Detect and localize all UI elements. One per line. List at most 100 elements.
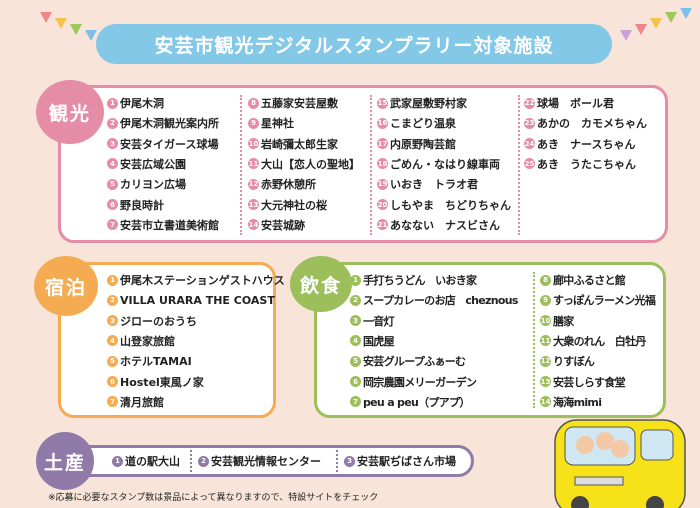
number-badge: 12 <box>248 178 259 190</box>
facility-name: 廊中ふるさと館 <box>553 274 626 287</box>
number-badge: 19 <box>377 178 388 190</box>
number-badge: 6 <box>107 199 118 210</box>
facility-name: 清月旅館 <box>120 395 164 409</box>
facility-name: ごめん・なはり線車両 <box>390 157 500 171</box>
facility-name: Hostel東風ノ家 <box>120 375 204 389</box>
facility-name: 膳家 <box>553 314 574 328</box>
divider <box>190 450 192 472</box>
number-badge: 15 <box>377 97 388 109</box>
facility-name: 安芸市立書道美術館 <box>120 218 219 232</box>
number-badge: 2 <box>107 117 118 129</box>
number-badge: 6 <box>350 376 361 387</box>
facility-name: スープカレーのお店 cheznous <box>363 294 518 308</box>
number-badge: 24 <box>524 138 535 150</box>
number-badge: 12 <box>540 355 551 367</box>
shukuhaku-label: 宿泊 <box>34 256 98 316</box>
facility-name: 大山【恋人の聖地】 <box>261 157 360 171</box>
facility-name: 安芸しらす食堂 <box>553 375 626 389</box>
facility-name: しもやま ちどりちゃん <box>390 198 511 212</box>
number-badge: 4 <box>107 335 118 347</box>
facility-name: 安芸グループふぁーむ <box>363 355 466 369</box>
number-badge: 22 <box>524 97 535 109</box>
facility-name: りすぼん <box>553 355 595 369</box>
facility-name: VILLA URARA THE COAST <box>120 293 275 307</box>
facility-name: 大衆のれん 白牡丹 <box>553 334 646 348</box>
facility-name: 安芸観光情報センター <box>211 455 321 468</box>
flag-icon <box>55 18 67 29</box>
number-badge: 3 <box>107 138 118 150</box>
flag-icon <box>70 24 82 35</box>
facility-name: あなない ナスビさん <box>390 218 500 232</box>
number-badge: 14 <box>540 396 551 408</box>
facility-name: 安芸広域公園 <box>120 157 186 171</box>
divider <box>533 272 535 408</box>
page-title: 安芸市観光デジタルスタンプラリー対象施設 <box>154 34 554 57</box>
facility-name: 山登家旅館 <box>120 334 175 348</box>
facility-name: 野良時計 <box>120 198 164 212</box>
number-badge: 20 <box>377 199 388 210</box>
number-badge: 10 <box>248 138 259 150</box>
inshoku-section <box>314 262 666 418</box>
number-badge: 11 <box>540 335 551 347</box>
facility-name: 五藤家安芸屋敷 <box>261 97 338 110</box>
number-badge: 11 <box>248 158 259 170</box>
number-badge: 17 <box>377 138 388 150</box>
number-badge: 18 <box>377 158 388 170</box>
shukuhaku-section <box>58 262 276 418</box>
facility-name: 安芸城跡 <box>261 218 305 232</box>
kanko-section <box>58 85 668 243</box>
divider <box>336 450 338 472</box>
facility-name: 安芸タイガース球場 <box>120 137 219 151</box>
divider <box>240 95 242 235</box>
facility-name: あき うたこちゃん <box>537 157 636 171</box>
number-badge: 9 <box>248 117 259 129</box>
number-badge: 2 <box>350 294 361 306</box>
number-badge: 7 <box>107 219 118 231</box>
flag-icon <box>680 8 692 19</box>
number-badge: 25 <box>524 158 535 170</box>
number-badge: 4 <box>350 335 361 347</box>
facility-name: あかの カモメちゃん <box>537 117 647 131</box>
number-badge: 1 <box>107 274 118 286</box>
facility-name: すっぽんラーメン光福 <box>553 294 656 308</box>
number-badge: 3 <box>344 455 355 467</box>
facility-name: 岩崎彌太郎生家 <box>261 137 338 151</box>
facility-name: 内原野陶芸館 <box>390 137 456 151</box>
number-badge: 4 <box>107 158 118 170</box>
facility-name: 手打ちうどん いおき家 <box>363 274 477 287</box>
facility-name: 伊尾木ステーションゲストハウス <box>120 274 285 287</box>
flag-icon <box>85 30 97 41</box>
dosan-section <box>66 445 474 477</box>
bus-illustration <box>554 419 686 508</box>
number-badge: 9 <box>540 294 551 306</box>
number-badge: 8 <box>540 274 551 286</box>
number-badge: 23 <box>524 117 535 129</box>
number-badge: 16 <box>377 117 388 129</box>
facility-name: 海海mimi <box>553 395 602 409</box>
number-badge: 5 <box>107 178 118 190</box>
number-badge: 2 <box>198 455 209 467</box>
facility-name: こまどり温泉 <box>390 117 456 131</box>
inshoku-label: 飲食 <box>290 256 352 312</box>
